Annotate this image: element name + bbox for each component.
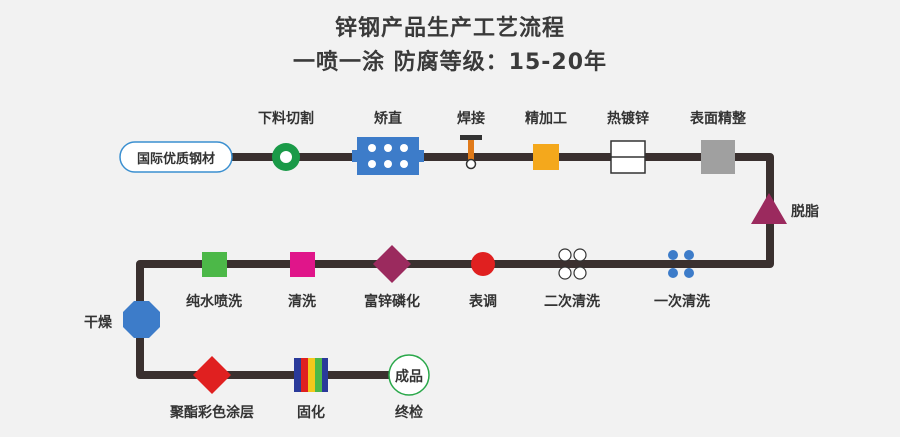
product-node <box>388 354 430 396</box>
rinse1-dots-icon <box>668 250 694 278</box>
powder-diamond-icon <box>193 356 231 394</box>
start-label: 国际优质钢材 <box>136 152 216 167</box>
page-subtitle: 一喷一涂 防腐等级：15-20年 <box>292 50 608 75</box>
welding-torch-icon <box>460 135 482 170</box>
rinse2-circles-icon <box>558 248 587 280</box>
pure-water-square-icon <box>202 252 227 277</box>
galvanize-label: 热镀锌 <box>607 111 649 127</box>
powder-label: 聚酯彩色涂层 <box>170 405 254 421</box>
dry-octagon-icon <box>123 301 160 338</box>
pure-water-label: 纯水喷洗 <box>186 294 242 310</box>
rinse2-label: 二次清洗 <box>544 294 600 310</box>
rinse-square-icon <box>290 252 315 277</box>
surface-square-icon <box>701 140 735 174</box>
phosphate-label: 富锌磷化 <box>364 294 420 310</box>
adjust-label: 表调 <box>469 294 497 310</box>
straighten-label: 矫直 <box>374 111 402 127</box>
finishing-label: 精加工 <box>525 111 567 127</box>
rinse-label: 清洗 <box>288 294 316 310</box>
cure-label: 固化 <box>297 405 325 421</box>
cutting-label: 下料切割 <box>258 111 314 127</box>
galvanize-icon <box>610 140 646 174</box>
product-label: 成品 <box>395 369 423 385</box>
straighten-icon <box>352 137 424 175</box>
inspect-label: 终检 <box>395 405 423 421</box>
degrease-label: 脱脂 <box>791 204 819 220</box>
rinse1-label: 一次清洗 <box>654 294 710 310</box>
cure-stripes-icon <box>294 358 328 392</box>
dry-label: 干燥 <box>84 315 112 331</box>
welding-label: 焊接 <box>457 111 485 127</box>
page-title: 锌钢产品生产工艺流程 <box>334 16 565 41</box>
start-node <box>119 141 233 173</box>
finishing-square-icon <box>533 144 559 170</box>
degrease-triangle-icon <box>751 193 787 224</box>
adjust-circle-icon <box>471 252 495 276</box>
flow-path <box>136 153 774 379</box>
surface-label: 表面精整 <box>690 111 746 127</box>
phosphate-diamond-icon <box>373 245 411 283</box>
